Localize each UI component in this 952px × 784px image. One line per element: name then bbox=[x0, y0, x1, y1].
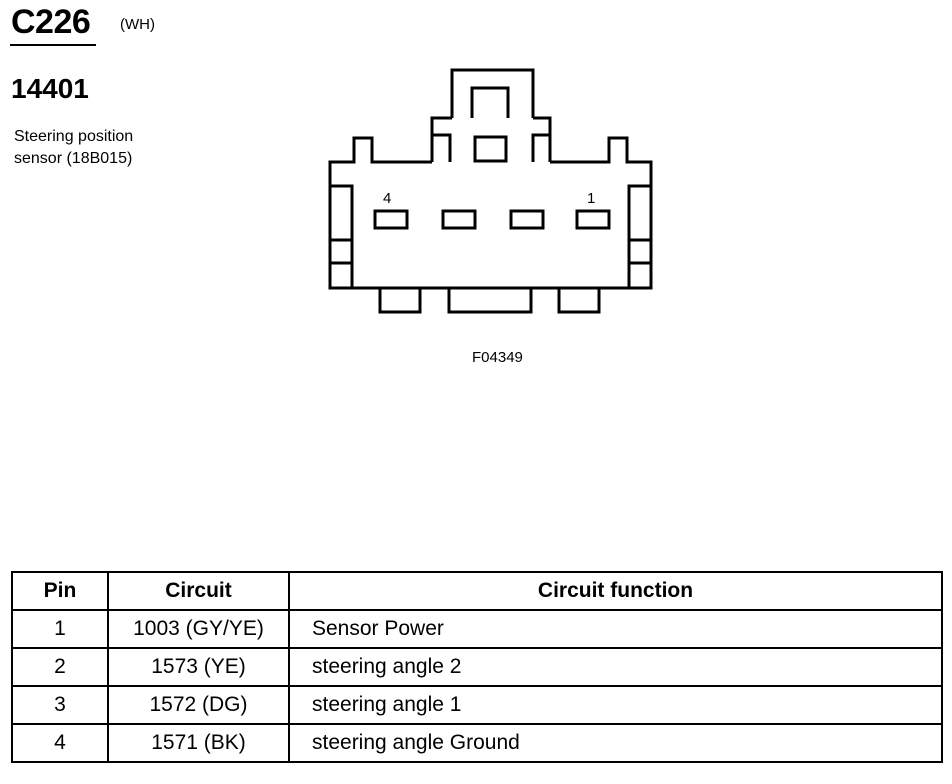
terminal-4 bbox=[373, 209, 409, 230]
cell-function: steering angle 1 bbox=[288, 685, 943, 725]
latch-inner bbox=[470, 86, 510, 118]
table-row: 1 1003 (GY/YE) Sensor Power bbox=[11, 609, 943, 649]
cell-circuit: 1573 (YE) bbox=[107, 647, 290, 687]
rail-right bbox=[627, 184, 651, 288]
pin-label-4: 4 bbox=[383, 190, 391, 207]
header-pin: Pin bbox=[11, 571, 109, 611]
pin-label-1: 1 bbox=[587, 190, 595, 207]
cell-pin: 2 bbox=[11, 647, 109, 687]
cell-circuit: 1003 (GY/YE) bbox=[107, 609, 290, 649]
body-outline bbox=[328, 136, 653, 290]
key-bottom-center bbox=[447, 288, 533, 314]
cell-pin: 1 bbox=[11, 609, 109, 649]
description-line-1: Steering position bbox=[14, 128, 134, 145]
cell-pin: 4 bbox=[11, 723, 109, 763]
shoulder-right-inner bbox=[531, 133, 550, 162]
terminal-3 bbox=[441, 209, 477, 230]
rail-left bbox=[330, 184, 354, 288]
component-description: Steering position sensor (18B015) bbox=[14, 126, 214, 170]
table-row: 3 1572 (DG) steering angle 1 bbox=[11, 685, 943, 725]
header-circuit: Circuit bbox=[107, 571, 290, 611]
cell-circuit: 1571 (BK) bbox=[107, 723, 290, 763]
table-row: 2 1573 (YE) steering angle 2 bbox=[11, 647, 943, 687]
figure-id: F04349 bbox=[472, 349, 523, 366]
shoulder-left-inner bbox=[432, 133, 452, 162]
part-number: 14401 bbox=[11, 73, 89, 104]
header-circuit-function: Circuit function bbox=[288, 571, 943, 611]
terminal-1 bbox=[575, 209, 611, 230]
cell-function: steering angle Ground bbox=[288, 723, 943, 763]
latch-outer bbox=[450, 68, 535, 118]
shoulder-right bbox=[533, 116, 552, 162]
pinout-table: Pin Circuit Circuit function 1 1003 (GY/… bbox=[11, 571, 943, 763]
table-row: 4 1571 (BK) steering angle Ground bbox=[11, 723, 943, 763]
key-bottom-right bbox=[557, 288, 601, 314]
connector-id: C226 bbox=[11, 3, 91, 41]
terminal-2 bbox=[509, 209, 545, 230]
description-line-2: sensor (18B015) bbox=[14, 150, 133, 167]
cell-function: steering angle 2 bbox=[288, 647, 943, 687]
shoulder-left bbox=[430, 116, 452, 162]
color-code: (WH) bbox=[120, 16, 155, 33]
connector-id-underline bbox=[10, 44, 96, 46]
key-bottom-left bbox=[378, 288, 422, 314]
cell-pin: 3 bbox=[11, 685, 109, 725]
latch-window bbox=[473, 135, 508, 163]
cell-function: Sensor Power bbox=[288, 609, 943, 649]
connector-face-diagram: 4 1 bbox=[328, 68, 653, 314]
table-header-row: Pin Circuit Circuit function bbox=[11, 571, 943, 611]
cell-circuit: 1572 (DG) bbox=[107, 685, 290, 725]
